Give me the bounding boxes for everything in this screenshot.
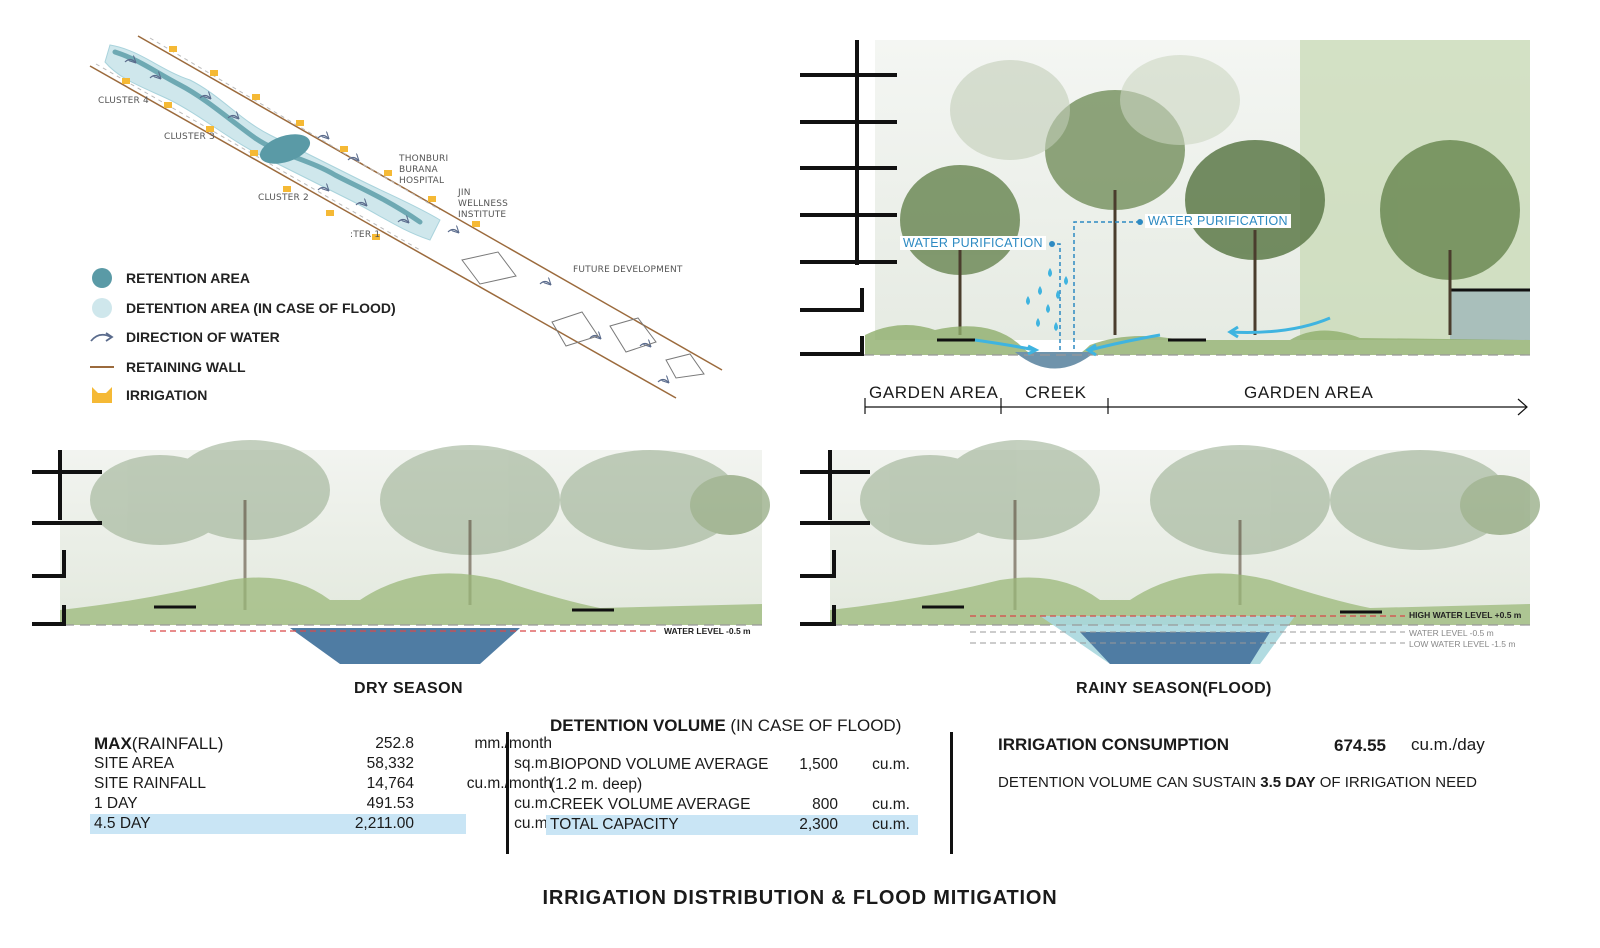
table-row: MAX(RAINFALL) 252.8 mm./month [94, 734, 552, 753]
legend-item-irrigation: IRRIGATION [88, 384, 207, 406]
irrigation-markers [122, 46, 480, 240]
rainfall-table: MAX(RAINFALL) 252.8 mm./month SITE AREA … [90, 734, 552, 836]
detention-table: BIOPOND VOLUME AVERAGE 1,500 cu.m. (1.2 … [546, 755, 918, 837]
retention-area-icon [88, 267, 116, 289]
legend-item-retaining-wall: RETAINING WALL [88, 356, 246, 378]
retaining-wall-icon [88, 356, 116, 378]
cluster-2-label: CLUSTER 2 [258, 193, 309, 203]
dry-season-section [32, 440, 770, 664]
future-plots [461, 251, 705, 379]
retaining-wall-line [137, 35, 723, 371]
low-water-level-label: LOW WATER LEVEL -1.5 m [1409, 639, 1516, 649]
hospital-label: THONBURI BURANA HOSPITAL [399, 154, 449, 186]
irrigation-consumption-unit: cu.m./day [1411, 735, 1485, 754]
cluster-4-label: CLUSTER 4 [98, 96, 149, 106]
retention-channel [112, 49, 423, 225]
dry-season-caption: DRY SEASON [354, 680, 463, 697]
table-row: BIOPOND VOLUME AVERAGE 1,500 cu.m. [550, 756, 910, 773]
zone-garden-area-right: GARDEN AREA [1244, 383, 1374, 402]
zone-garden-area-left: GARDEN AREA [869, 383, 999, 402]
rainy-season-caption: RAINY SEASON(FLOOD) [1076, 680, 1272, 697]
creek-section-illustration [800, 40, 1530, 416]
irrigation-icon [88, 384, 116, 406]
building-floors [800, 40, 897, 356]
rainy-season-section [800, 440, 1540, 664]
table-row: 1 DAY 491.53 cu.m. [94, 795, 552, 812]
detention-area-icon [88, 297, 116, 319]
legend-item-detention: DETENTION AREA (IN CASE OF FLOOD) [88, 297, 396, 319]
sustain-statement: DETENTION VOLUME CAN SUSTAIN 3.5 DAY OF … [998, 774, 1477, 791]
table-row: SITE AREA 58,332 sq.m. [94, 755, 552, 772]
legend-item-retention: RETENTION AREA [88, 267, 250, 289]
rain-drops [1026, 268, 1068, 331]
column-divider [506, 732, 509, 854]
cluster-1-label: :TER 1 [350, 230, 381, 240]
column-divider [950, 732, 953, 854]
table-row: CREEK VOLUME AVERAGE 800 cu.m. [550, 796, 910, 813]
rainy-water-level-label: WATER LEVEL -0.5 m [1409, 628, 1494, 638]
page-title: IRRIGATION DISTRIBUTION & FLOOD MITIGATI… [542, 887, 1058, 909]
detention-title: DETENTION VOLUME (IN CASE OF FLOOD) [550, 716, 902, 735]
legend-item-water-direction: DIRECTION OF WATER [88, 326, 280, 348]
dry-water-level-label: WATER LEVEL -0.5 m [664, 626, 751, 636]
creek-water [1015, 352, 1095, 369]
table-row: (1.2 m. deep) [550, 776, 643, 793]
table-row: SITE RAINFALL 14,764 cu.m./month [94, 775, 552, 792]
table-row-highlight: TOTAL CAPACITY 2,300 cu.m. [546, 815, 918, 835]
high-water-level-label: HIGH WATER LEVEL +0.5 m [1409, 610, 1522, 620]
seasonal-sections [32, 440, 1540, 664]
water-purification-label: WATER PURIFICATION [1145, 214, 1291, 228]
water-direction-arrows [124, 60, 668, 383]
zone-creek: CREEK [1025, 383, 1087, 402]
table-row-highlight: 4.5 DAY 2,211.00 cu.m. [90, 814, 552, 834]
irrigation-consumption-title: IRRIGATION CONSUMPTION [998, 735, 1230, 754]
institute-label: JIN WELLNESS INSTITUTE [458, 188, 509, 220]
future-development-label: FUTURE DEVELOPMENT [573, 265, 683, 275]
tree-canopies [900, 55, 1520, 280]
retention-pond [259, 134, 311, 164]
water-purification-label: WATER PURIFICATION [900, 236, 1046, 250]
cluster-3-label: CLUSTER 3 [164, 132, 215, 142]
water-direction-icon [88, 326, 116, 348]
irrigation-consumption-value: 674.55 [1334, 736, 1386, 755]
site-plan-diagram [89, 35, 723, 399]
